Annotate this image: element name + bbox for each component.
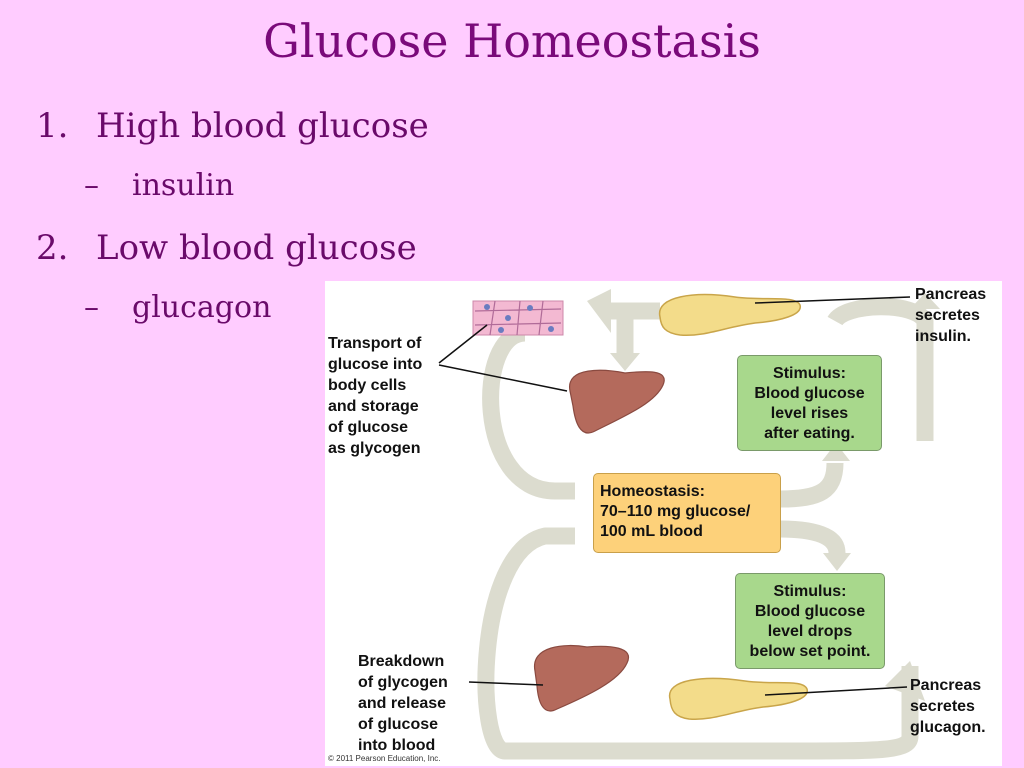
homeostasis-diagram: Pancreas secretes insulin. Transport of … [325,281,1002,766]
breakdown-label: Breakdown of glycogen and release of glu… [358,653,448,754]
arrow-homeostasis-to-stim-bottom [779,520,846,555]
stimulus-rise-box: Stimulus: Blood glucose level rises afte… [737,355,882,451]
sub-bullet-text: glucagon [132,290,272,325]
arrowhead-pancreas-top [910,293,940,309]
pancreas-insulin-label: Pancreas secretes insulin. [915,286,987,345]
pancreas-glucagon-label: Pancreas secretes glucagon. [910,677,986,736]
sub-bullet-dash: – [84,168,99,203]
leader-lines [438,296,911,696]
pancreas-bottom-image [668,677,808,720]
copyright-notice: © 2011 Pearson Education, Inc. [328,754,441,763]
arrowhead-stim-bottom [823,553,851,571]
arrow-homeostasis-to-stim-top [779,462,844,508]
arrow-to-homeostasis-top [482,324,575,500]
arrowhead-stim-top [822,443,850,461]
leader-breakdown [468,681,544,686]
liver-top-image [569,369,665,434]
arrowhead-pancreas-bottom [885,661,925,701]
leader-transport-cells [438,324,488,364]
slide-title: Glucose Homeostasis [263,14,761,68]
transport-label: Transport of glucose into body cells and… [328,335,423,457]
bullet-number: 1. [36,106,69,146]
body-cells-image [472,300,564,336]
bullet-text: Low blood glucose [96,228,417,268]
arrowhead-cells [587,289,611,333]
sub-bullet-dash: – [84,290,99,325]
arrow-bottom-loop [477,527,919,760]
bullet-text: High blood glucose [96,106,429,146]
sub-bullet-glucagon: –glucagon [84,290,271,325]
arrowhead-liver [610,353,640,371]
leader-pancreas-bottom [764,686,908,696]
bullet-high-glucose: 1. High blood glucose [36,106,429,146]
bullet-number: 2. [36,228,69,268]
diagram-artwork [438,289,940,760]
sub-bullet-text: insulin [132,168,235,203]
bullet-low-glucose: 2. Low blood glucose [36,228,417,268]
homeostasis-box: Homeostasis: 70–110 mg glucose/ 100 mL b… [593,473,781,553]
pancreas-top-image [658,293,801,336]
liver-bottom-image [534,644,630,712]
sub-bullet-insulin: –insulin [84,168,234,203]
feedback-arrows [477,298,934,760]
arrow-pancreas-top-loop [827,298,934,441]
stimulus-drop-box: Stimulus: Blood glucose level drops belo… [735,573,885,669]
leader-pancreas-top [754,296,911,304]
leader-transport-liver [438,364,568,392]
